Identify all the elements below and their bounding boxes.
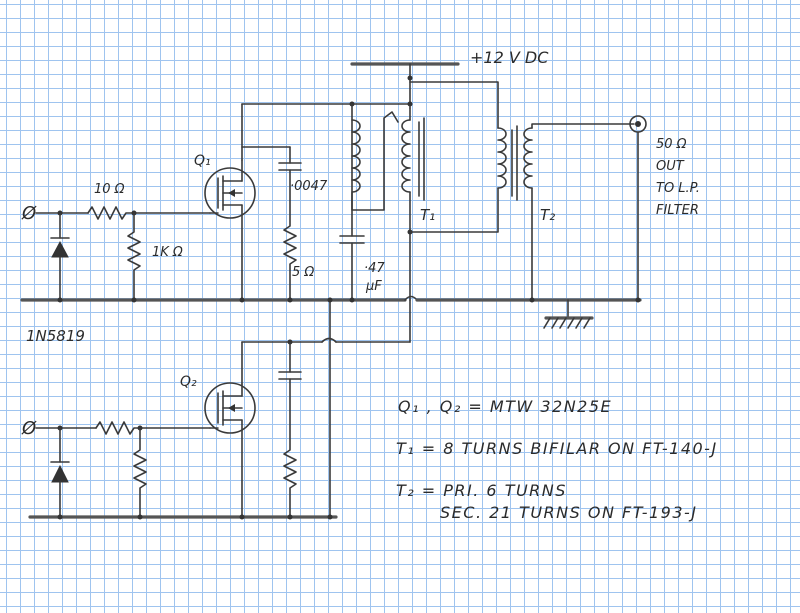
input-bottom-label: Ø: [21, 418, 37, 439]
t1-label: T₁: [420, 206, 435, 224]
transformer-t1: T₁: [351, 107, 435, 301]
note-t2-primary: T₂ = PRI. 6 TURNS: [396, 481, 567, 500]
bypass-cap-unit: μF: [365, 279, 382, 294]
output-to-label: TO L.P.: [656, 181, 700, 196]
ground-rail-top: [20, 295, 642, 302]
q1-label: Q₁: [194, 153, 211, 169]
transformer-t2: T₂: [511, 123, 635, 303]
bias-resistor-top: 1K Ω: [127, 212, 183, 303]
output-filter-label: FILTER: [656, 203, 699, 218]
snubber-res-label: 5 Ω: [292, 265, 314, 280]
diode-bottom: [50, 427, 70, 520]
snubber-top: ·0047 5 Ω: [278, 146, 328, 303]
bias-resistor-bottom: [133, 427, 147, 520]
snubber-cap-label: ·0047: [290, 179, 328, 194]
output-connector: 50 Ω OUT TO L.P. FILTER: [629, 115, 700, 303]
mosfet-q2: Q₂: [180, 374, 256, 520]
gate-resistor-top: 10 Ω: [87, 182, 211, 220]
gate-resistor-bottom: [95, 421, 211, 435]
note-t2-secondary: SEC. 21 TURNS ON FT-193-J: [440, 503, 698, 522]
bypass-cap-value: ·47: [364, 261, 385, 276]
input-top: Ø: [21, 203, 89, 224]
gate-resistor-top-label: 10 Ω: [94, 182, 125, 197]
input-top-label: Ø: [21, 203, 37, 224]
t2-label: T₂: [540, 206, 555, 224]
notes: Q₁ , Q₂ = MTW 32N25E T₁ = 8 TURNS BIFILA…: [396, 397, 718, 522]
bias-resistor-top-label: 1K Ω: [152, 245, 183, 260]
q2-label: Q₂: [180, 374, 197, 390]
drain-line-bottom: [241, 297, 411, 520]
input-bottom: Ø: [21, 418, 97, 439]
ground-symbol: [543, 299, 594, 329]
diode-label: 1N5819: [26, 327, 85, 345]
t2-primary-loop: [409, 81, 507, 233]
output-out-label: OUT: [656, 159, 685, 174]
output-ohms-label: 50 Ω: [656, 137, 687, 152]
diode-top: [50, 212, 70, 303]
supply-label: +12 V DC: [470, 48, 549, 67]
note-mosfet: Q₁ , Q₂ = MTW 32N25E: [398, 397, 612, 416]
bypass-cap: ·47 μF: [339, 103, 385, 303]
snubber-bottom: [278, 341, 302, 520]
note-t1: T₁ = 8 TURNS BIFILAR ON FT-140-J: [396, 439, 718, 458]
supply-rail: [350, 62, 460, 109]
mosfet-q1: Q₁: [194, 153, 256, 303]
drain-line-top: [241, 101, 413, 161]
